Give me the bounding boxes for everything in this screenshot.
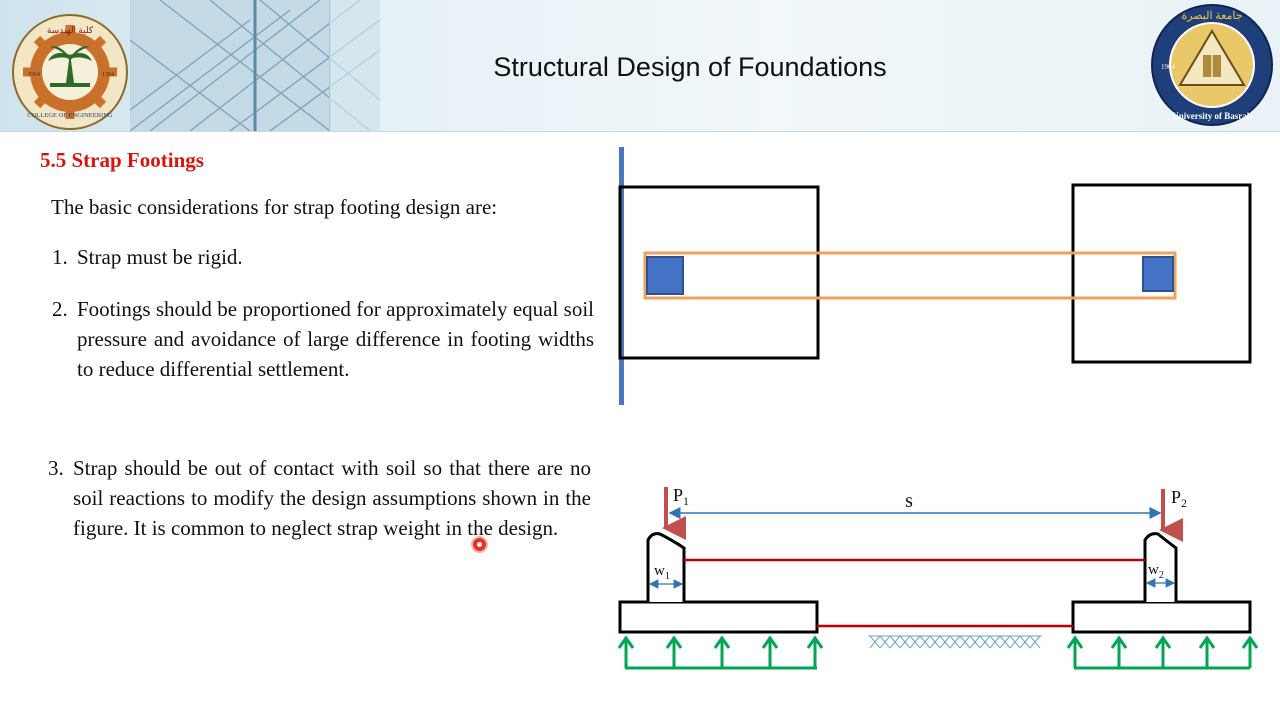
svg-text:COLLEGE OF ENGINEERING: COLLEGE OF ENGINEERING: [27, 112, 113, 119]
intro-text: The basic considerations for strap footi…: [51, 195, 498, 219]
right-column-plan: [1142, 256, 1174, 292]
section-view: P1 P2 s w1 w2: [617, 485, 1259, 670]
left-column-plan: [646, 256, 684, 295]
list-item-text: Strap should be out of contact with soil…: [73, 456, 591, 540]
left-footing-section: [618, 600, 819, 634]
right-footing-plan: [1071, 183, 1252, 364]
university-of-basrah-seal-icon: جامعة البصرة University of Basrah 1964: [1151, 4, 1273, 126]
list-item: 1. Strap must be rigid.: [52, 242, 612, 272]
load-p2-label: P2: [1171, 487, 1187, 510]
svg-text:1964: 1964: [28, 72, 40, 78]
list-item-number: 3.: [48, 456, 64, 480]
svg-text:University of Basrah: University of Basrah: [1172, 111, 1252, 121]
page-title: Structural Design of Foundations: [493, 52, 887, 82]
spacing-label: s: [905, 490, 913, 512]
header-banner: Structural Design of Foundations كلية ال…: [0, 0, 1280, 132]
strap-beam-plan: [643, 251, 1177, 300]
svg-text:جامعة البصرة: جامعة البصرة: [1181, 10, 1242, 22]
svg-text:1384: 1384: [102, 72, 114, 78]
building-glass-decoration: [130, 0, 380, 131]
left-footing-plan: [618, 185, 820, 360]
list-item: 2. Footings should be proportioned for a…: [52, 294, 597, 418]
list-item-number: 1.: [52, 245, 68, 269]
college-of-engineering-logo-icon: كلية الهندسة 1964 1384 COLLEGE OF ENGINE…: [12, 14, 128, 130]
list-item-number: 2.: [52, 297, 68, 321]
list-item: 3. Strap should be out of contact with s…: [48, 453, 593, 577]
soil-reaction-left: [617, 635, 824, 670]
svg-text:1964: 1964: [1161, 63, 1176, 71]
pointer-cursor-icon: [473, 538, 486, 551]
load-p1-label: P1: [673, 485, 689, 508]
soil-hatch: [868, 635, 1042, 649]
right-footing-section: [1071, 600, 1252, 634]
svg-text:كلية الهندسة: كلية الهندسة: [47, 25, 94, 36]
plan-view: [618, 183, 1252, 364]
width-w2-label: w2: [1148, 562, 1164, 581]
soil-reaction-right: [1066, 635, 1259, 670]
section-heading: 5.5 Strap Footings: [40, 148, 204, 172]
width-w1-label: w1: [654, 563, 670, 582]
list-item-text: Footings should be proportioned for appr…: [77, 297, 594, 381]
list-item-text: Strap must be rigid.: [77, 245, 243, 269]
